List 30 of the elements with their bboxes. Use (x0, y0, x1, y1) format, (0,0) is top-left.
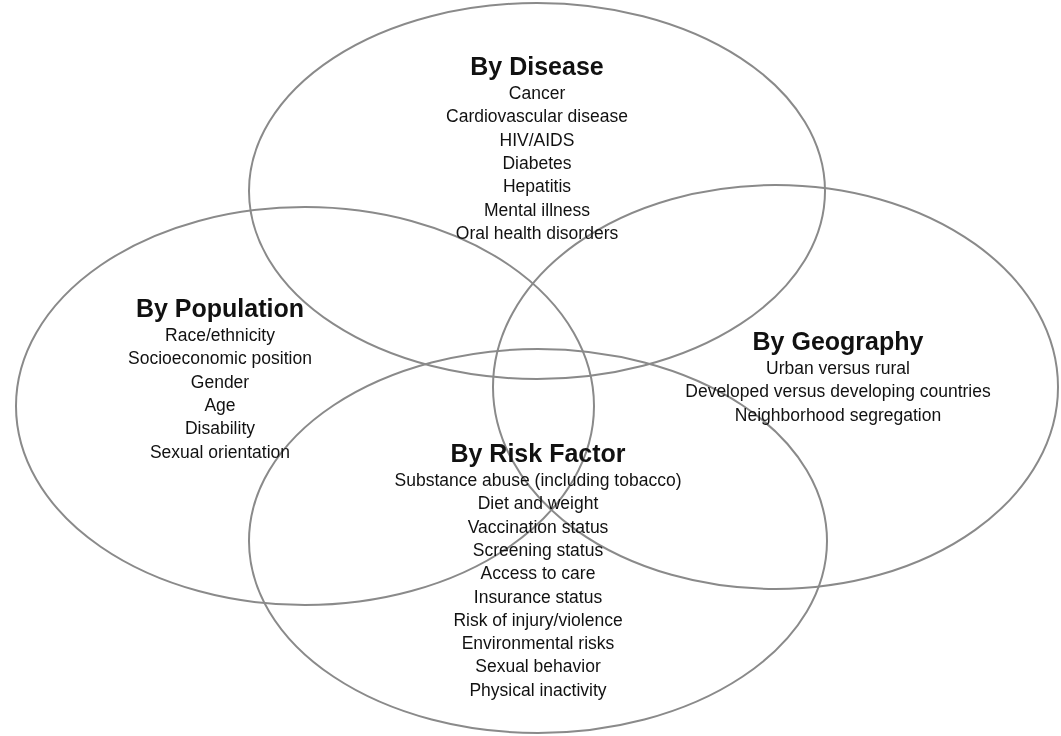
category-item: Environmental risks (461, 632, 615, 656)
category-item: Oral health disorders (455, 221, 619, 245)
category-item: Cancer (508, 82, 566, 105)
category-item: Sexual orientation (149, 440, 291, 464)
category-item: Access to care (480, 562, 596, 586)
category-item: Diet and weight (477, 492, 599, 516)
category-item: Insurance status (473, 585, 603, 609)
category-item: Screening status (472, 538, 604, 562)
category-item: Sexual behavior (475, 655, 601, 679)
category-item: Urban versus rural (766, 357, 910, 380)
category-item: Diabetes (502, 151, 572, 175)
category-item: Substance abuse (including tobacco) (394, 469, 682, 492)
category-item: Vaccination status (467, 515, 609, 539)
category-item: Mental illness (484, 198, 590, 222)
category-heading: By Risk Factor (450, 439, 626, 467)
category-item: Neighborhood segregation (734, 403, 942, 427)
category-heading: By Geography (752, 327, 924, 355)
category-item: Gender (190, 370, 250, 394)
category-item: Disability (185, 417, 255, 441)
category-item: Hepatitis (502, 175, 572, 199)
category-item: Age (204, 393, 236, 417)
category-heading: By Disease (470, 52, 604, 80)
category-item: Socioeconomic position (128, 347, 312, 371)
category-heading: By Population (135, 294, 305, 322)
category-item: Race/ethnicity (165, 324, 275, 347)
category-item: Cardiovascular disease (446, 105, 628, 129)
category-item: Physical inactivity (469, 678, 607, 702)
category-item: Developed versus developing countries (685, 380, 991, 404)
category-item: Risk of injury/violence (453, 608, 623, 632)
category-item: HIV/AIDS (499, 128, 575, 152)
